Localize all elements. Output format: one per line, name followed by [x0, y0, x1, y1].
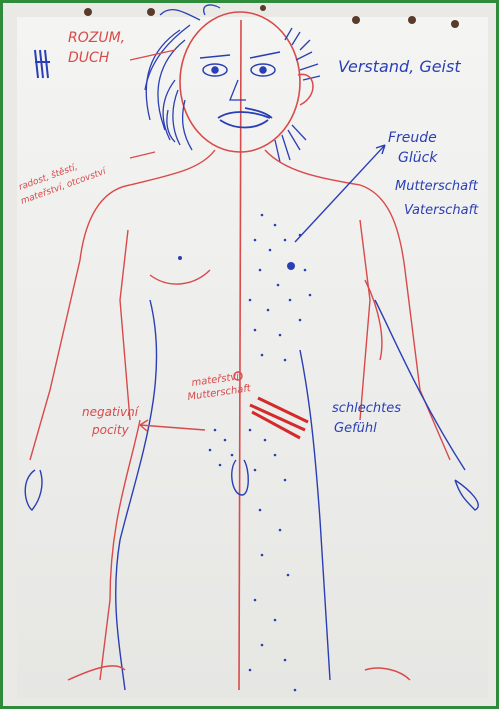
bad-feeling-text-1: schlechtes: [332, 401, 401, 416]
feeling-2: Glück: [398, 150, 438, 166]
hair-right: [275, 28, 320, 162]
arrow-negative: [140, 425, 205, 430]
eyes: [200, 52, 280, 76]
rozum-text-2: DUCH: [68, 50, 110, 66]
feeling-3: Mutterschaft: [395, 179, 479, 194]
punch-holes: [84, 5, 459, 28]
verstand-text: Verstand, Geist: [338, 57, 461, 76]
radost-pointer: [130, 152, 155, 158]
foot-right: [365, 668, 410, 680]
center-line: [239, 20, 241, 690]
arrow-to-feelings: [295, 145, 385, 242]
body-blue-lines: [116, 300, 465, 690]
hand-right: [455, 480, 478, 510]
red-hatch: [250, 398, 308, 438]
feeling-1: Freude: [388, 130, 437, 146]
hair-left: [145, 5, 220, 150]
feeling-4: Vaterschaft: [404, 203, 479, 218]
hand-left: [25, 470, 42, 510]
body-dots: [209, 214, 312, 692]
negative-text-2: pocity: [91, 423, 130, 437]
nose: [230, 80, 246, 100]
mouth: [218, 108, 272, 128]
bad-feeling-text-2: Gefühl: [334, 421, 377, 436]
nipple-right: [287, 262, 295, 270]
negative-text-1: negativní: [82, 405, 140, 419]
foot-left: [68, 666, 125, 680]
scribble-mark: [35, 50, 50, 78]
rozum-text-1: ROZUM,: [68, 30, 125, 46]
nipple-left: [178, 256, 182, 260]
